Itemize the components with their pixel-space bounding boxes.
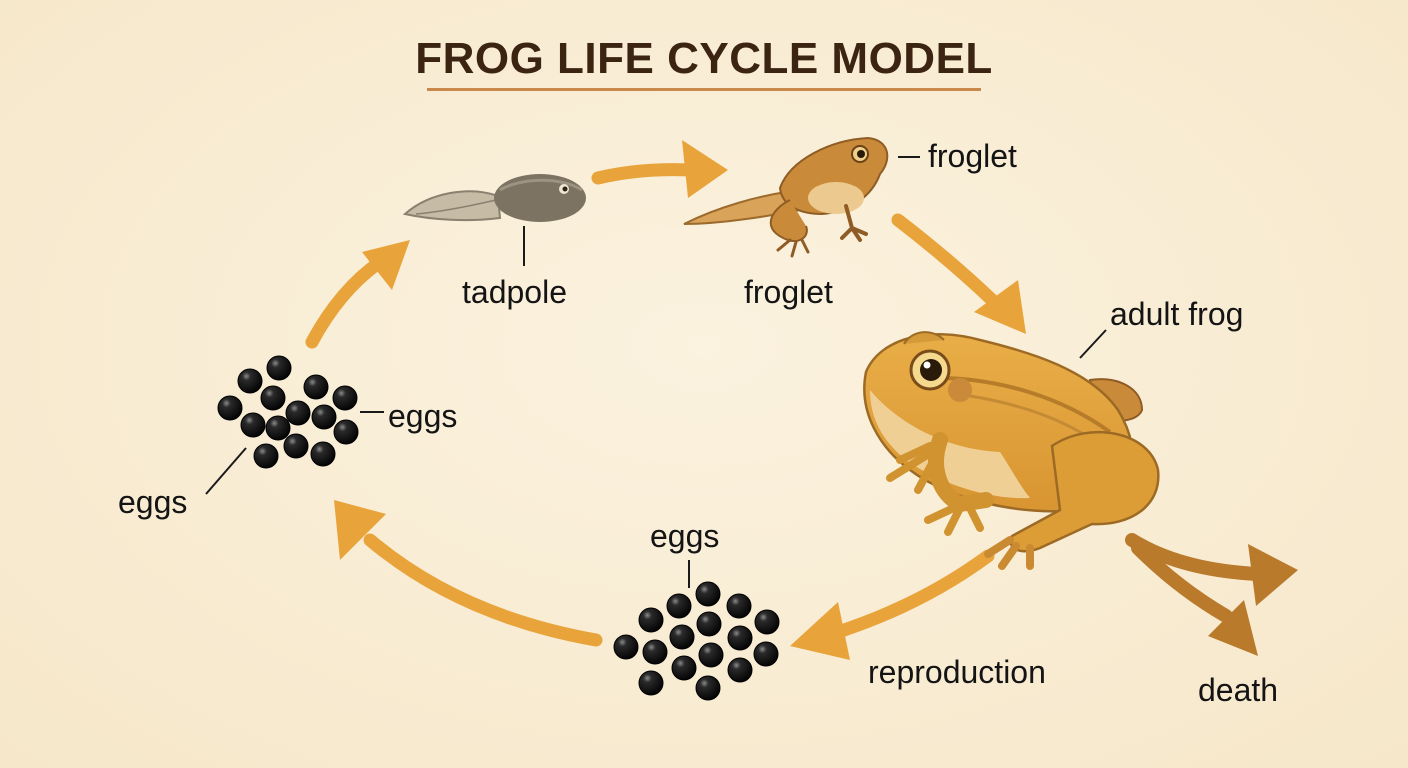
egg — [754, 609, 780, 635]
egg — [253, 443, 279, 469]
egg — [217, 395, 243, 421]
egg — [666, 593, 692, 619]
egg — [283, 433, 309, 459]
egg — [727, 657, 753, 683]
egg — [613, 634, 639, 660]
label-eggs: eggs — [388, 398, 458, 434]
egg — [285, 400, 311, 426]
egg — [332, 385, 358, 411]
egg — [311, 404, 337, 430]
label-reproduction: reproduction — [868, 654, 1046, 690]
egg — [696, 611, 722, 637]
arrow-tadpole-to-froglet — [591, 140, 728, 198]
egg — [333, 419, 359, 445]
label-eggs: eggs — [118, 484, 188, 520]
egg — [695, 675, 721, 701]
egg — [726, 593, 752, 619]
egg — [240, 412, 266, 438]
egg — [237, 368, 263, 394]
egg — [698, 642, 724, 668]
egg — [266, 355, 292, 381]
egg — [638, 607, 664, 633]
arrow-eggs-to-tadpole — [305, 240, 410, 349]
egg — [642, 639, 668, 665]
tadpole-icon — [402, 174, 586, 222]
label-tadpole: tadpole — [462, 274, 567, 310]
arrow-eggs-to-eggs — [334, 500, 603, 647]
arrow-froglet-to-adult — [891, 213, 1026, 334]
egg — [265, 415, 291, 441]
label-froglet: froglet — [928, 138, 1017, 174]
label-froglet: froglet — [744, 274, 833, 310]
egg — [753, 641, 779, 667]
leader-line — [1079, 329, 1107, 359]
egg-cluster-icon — [217, 355, 359, 469]
egg — [695, 581, 721, 607]
egg — [303, 374, 329, 400]
egg — [260, 385, 286, 411]
egg — [727, 625, 753, 651]
adult-frog-icon — [863, 331, 1160, 570]
label-death: death — [1198, 672, 1279, 708]
page-title: FROG LIFE CYCLE MODEL — [415, 34, 993, 83]
egg — [669, 624, 695, 650]
title-underline — [427, 88, 981, 91]
egg — [310, 441, 336, 467]
arrow-to-death — [1125, 533, 1298, 656]
froglet-icon — [683, 136, 889, 258]
arrow-adult-to-eggs — [790, 549, 995, 660]
label-eggs: eggs — [650, 518, 720, 554]
egg — [671, 655, 697, 681]
egg-cluster-icon — [613, 581, 780, 701]
leader-line — [205, 447, 247, 495]
egg — [638, 670, 664, 696]
label-adult-frog: adult frog — [1110, 296, 1244, 332]
